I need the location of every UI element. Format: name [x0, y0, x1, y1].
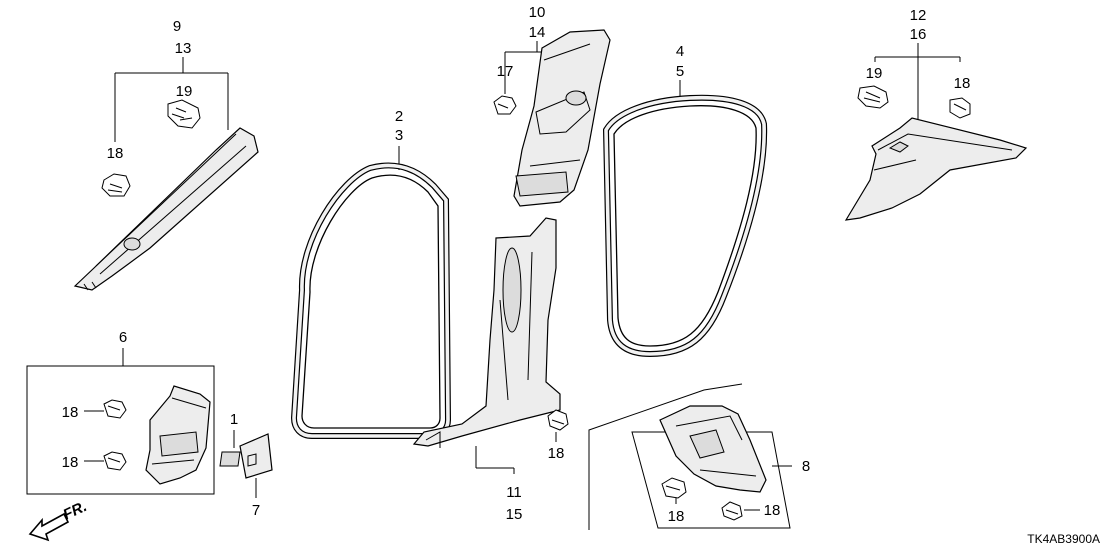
callout-18: 18 [668, 508, 685, 525]
callout-10: 10 [529, 4, 546, 21]
clip-19 [857, 85, 889, 109]
callout-9: 9 [173, 18, 181, 35]
pad-parts: 1 7 [219, 411, 273, 519]
callout-1: 1 [230, 411, 238, 428]
callout-13: 13 [175, 40, 192, 57]
diagram-code: TK4AB3900A [1027, 532, 1100, 546]
callout-18: 18 [62, 454, 79, 471]
front-direction-arrow: FR. [28, 498, 90, 542]
rear-pillar-garnish: 12 16 19 18 [844, 7, 1028, 221]
clip-18 [103, 399, 127, 419]
center-pillar-lower-garnish: 11 15 18 [412, 217, 569, 523]
callout-18: 18 [62, 404, 79, 421]
callout-3: 3 [395, 127, 403, 144]
arrow-icon [28, 512, 70, 542]
rear-door-weatherstrip: 4 5 [602, 43, 768, 358]
callout-15: 15 [506, 506, 523, 523]
clip-18 [101, 173, 131, 197]
callout-2: 2 [395, 108, 403, 125]
callout-8: 8 [802, 458, 810, 475]
callout-18: 18 [548, 445, 565, 462]
callout-11: 11 [506, 484, 522, 501]
front-door-weatherstrip: 2 3 [290, 108, 452, 439]
clip-18 [103, 451, 127, 471]
rear-side-lining: 8 18 18 [588, 383, 810, 530]
front-kick-panel: 6 18 18 [26, 329, 215, 495]
callout-6: 6 [119, 329, 127, 346]
callout-12: 12 [910, 7, 927, 24]
callout-19: 19 [866, 65, 883, 82]
callout-7: 7 [252, 502, 260, 519]
callout-16: 16 [910, 26, 927, 43]
clip-18 [547, 409, 569, 431]
clip-18 [949, 97, 971, 119]
callout-19: 19 [176, 83, 193, 100]
clip-18 [721, 501, 743, 521]
front-pillar-garnish: 9 13 19 18 [73, 18, 259, 291]
callout-14: 14 [529, 24, 546, 41]
center-pillar-upper-garnish: 10 14 17 [493, 4, 611, 207]
callout-17: 17 [497, 63, 514, 80]
callout-18: 18 [954, 75, 971, 92]
callout-18: 18 [764, 502, 781, 519]
clip-19 [167, 99, 201, 129]
callout-5: 5 [676, 63, 684, 80]
clip-18 [661, 477, 687, 499]
direction-label: FR. [61, 498, 90, 524]
callout-4: 4 [676, 43, 684, 60]
callout-18: 18 [107, 145, 124, 162]
clip-17 [493, 95, 517, 115]
